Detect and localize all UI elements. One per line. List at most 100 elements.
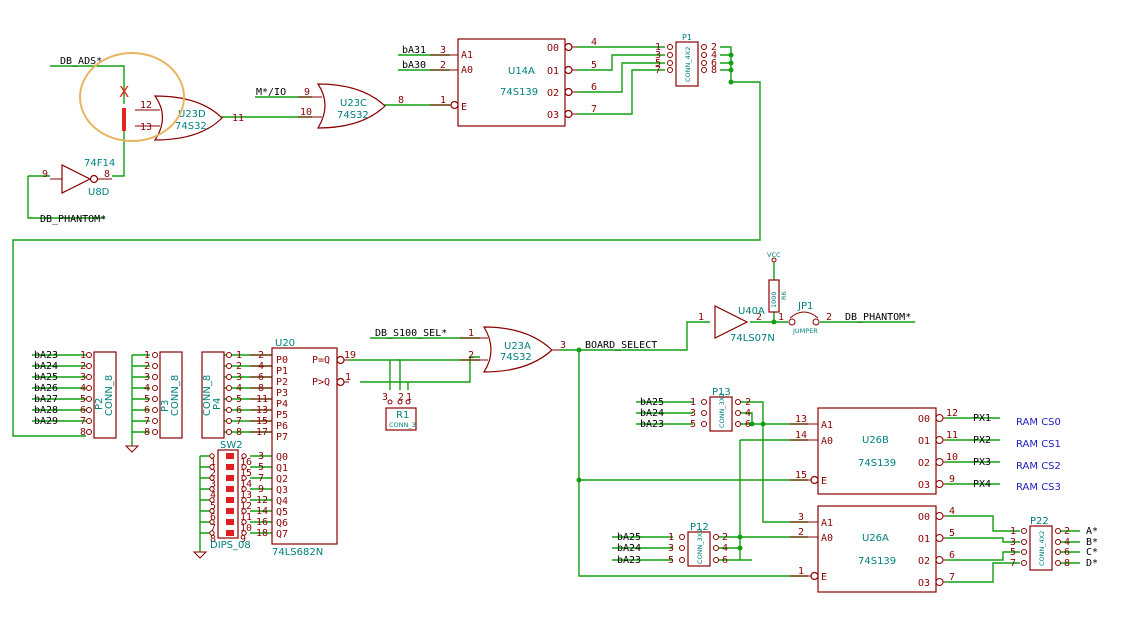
pin-u20-5: 5 xyxy=(258,462,264,473)
net-label-px1: PX1 xyxy=(973,413,991,424)
net-label-c-star: C* xyxy=(1086,547,1098,558)
pin-u23a-in2: 2 xyxy=(468,350,474,361)
pin-u26a-o3: 7 xyxy=(949,572,955,583)
pin-u20-2: 2 xyxy=(258,350,264,361)
ic-u14a: 3 2 1 A1 A0 E O0 O1 O2 O3 4 5 6 7 U14A 7… xyxy=(430,37,597,127)
connector-p12: 1 3 5 2 4 6 P12 CONN_3X2 xyxy=(668,522,728,567)
pin-p4-6: 6 xyxy=(236,405,242,416)
pin-sw2-15: 15 xyxy=(240,468,252,479)
pin-u20-4: 4 xyxy=(258,361,264,372)
ref-r1: R1 xyxy=(396,410,409,421)
pin-u23a-out: 3 xyxy=(560,340,566,351)
pin-p1-4: 4 xyxy=(711,50,717,61)
pin-u26a-e: 1 xyxy=(798,566,804,577)
pin-u26b-o2: 10 xyxy=(946,452,958,463)
value-p13: CONN_3X2 xyxy=(718,393,726,428)
pin-sw2-4: 4 xyxy=(210,490,216,501)
pin-p2-6: 6 xyxy=(80,405,86,416)
value-p4: CONN_8 xyxy=(202,375,213,416)
net-label-ba24-p2: bA24 xyxy=(34,361,58,372)
pin-u23c-in1: 9 xyxy=(304,87,310,98)
resistor-r6: 1000 R6 xyxy=(768,279,788,313)
pin-p13-1: 1 xyxy=(690,397,696,408)
pin-u26a-o1: 5 xyxy=(949,528,955,539)
pin-sw2-11: 11 xyxy=(240,512,252,523)
pinname-u20-p1: P1 xyxy=(276,366,288,377)
pinname-u26b-o3: O3 xyxy=(918,480,930,491)
pin-u20-3: 3 xyxy=(258,451,264,462)
resistor-network-r1: 3 2 1 R1 CONN_3 xyxy=(382,392,417,431)
pinname-u20-q5: Q5 xyxy=(276,507,288,518)
pin-p3-3: 3 xyxy=(144,372,150,383)
pinname-u20-p3: P3 xyxy=(276,388,288,399)
pin-sw2-12: 12 xyxy=(240,501,252,512)
ref-p13: P13 xyxy=(712,387,731,398)
gate-u23d: 12 13 11 U23D 74S32 xyxy=(135,95,244,141)
pinname-u14a-a1: A1 xyxy=(461,50,473,61)
net-label-b-star: B* xyxy=(1086,537,1098,548)
ref-u23d: U23D xyxy=(178,109,206,120)
pin-p13-5: 5 xyxy=(690,419,696,430)
off-page-ram-cs2: RAM CS2 xyxy=(1016,461,1061,472)
pin-u14a-e: 1 xyxy=(440,95,446,106)
pin-p12-6: 6 xyxy=(722,555,728,566)
pin-p22-8: 8 xyxy=(1064,558,1070,569)
inverter-u8d: 9 8 74F14 U8D xyxy=(42,158,115,198)
ref-r6: R6 xyxy=(780,291,788,300)
pin-u20-14: 14 xyxy=(256,506,268,517)
ref-p3: P3 xyxy=(160,400,171,412)
pin-p4-5: 5 xyxy=(236,394,242,405)
pinname-u20-q7: Q7 xyxy=(276,529,288,540)
net-label-m-io: M*/IO xyxy=(256,87,286,98)
net-label-db-ads: DB_ADS* xyxy=(60,56,102,67)
value-u23c: 74S32 xyxy=(337,110,369,121)
pin-p3-5: 5 xyxy=(144,394,150,405)
pin-u23d-out: 11 xyxy=(232,113,244,124)
connector-p13: 1 3 5 2 4 6 P13 CONN_3X2 xyxy=(690,387,751,432)
pin-p22-3: 3 xyxy=(1010,537,1016,548)
ref-u40a: U40A xyxy=(738,306,765,317)
pin-sw2-9: 9 xyxy=(240,534,246,545)
net-label-db-phantom-top: DB_PHANTOM* xyxy=(40,214,106,225)
net-label-ba23-p13: bA23 xyxy=(640,419,664,430)
pin-u20-13: 13 xyxy=(256,405,268,416)
pin-u26b-a0: 14 xyxy=(795,430,807,441)
value-u23a: 74S32 xyxy=(500,352,532,363)
ref-u20: U20 xyxy=(275,338,295,349)
pinname-u26b-a0: A0 xyxy=(821,436,833,447)
pinname-u20-peq: P=Q xyxy=(312,355,330,366)
ic-u20: 2 4 6 8 11 13 15 17 P0 P1 P2 P3 P4 P5 P6… xyxy=(250,338,356,558)
pin-u26b-o0: 12 xyxy=(946,408,958,419)
pin-sw2-10: 10 xyxy=(240,523,252,534)
value-sw2: DIPS_08 xyxy=(210,540,251,551)
value-p3: CONN_8 xyxy=(170,375,181,416)
pin-sw2-5: 5 xyxy=(210,501,216,512)
off-page-ram-cs1: RAM CS1 xyxy=(1016,439,1061,450)
pin-u26b-e: 15 xyxy=(795,470,807,481)
pinname-u20-q4: Q4 xyxy=(276,496,288,507)
pinname-u26a-o1: O1 xyxy=(918,534,930,545)
pin-u20-6: 6 xyxy=(258,372,264,383)
ref-u26b: U26B xyxy=(862,435,889,446)
pin-p13-2: 2 xyxy=(745,397,751,408)
net-label-ba31: bA31 xyxy=(402,45,426,56)
pin-u14a-o0: 4 xyxy=(591,37,597,48)
pin-p22-6: 6 xyxy=(1064,547,1070,558)
u14a-outputs xyxy=(564,42,577,119)
net-label-ba30: bA30 xyxy=(402,60,426,71)
pinname-u20-q0: Q0 xyxy=(276,452,288,463)
pin-p22-5: 5 xyxy=(1010,547,1016,558)
pin-u14a-a0: 2 xyxy=(440,60,446,71)
net-label-ba23-p2: bA23 xyxy=(34,350,58,361)
pinname-u20-q3: Q3 xyxy=(276,485,288,496)
pin-u8d-in: 9 xyxy=(42,169,48,180)
pin-u26a-a1: 3 xyxy=(798,512,804,523)
pin-u26b-o1: 11 xyxy=(946,430,958,441)
pin-p1-7: 7 xyxy=(655,65,661,76)
pinname-u26a-a1: A1 xyxy=(821,518,833,529)
pin-p22-1: 1 xyxy=(1010,526,1016,537)
pin-sw2-13: 13 xyxy=(240,490,252,501)
value-u23d: 74S32 xyxy=(175,121,207,132)
pinname-u26a-o3: O3 xyxy=(918,578,930,589)
value-p1: CONN_4X2 xyxy=(684,47,692,82)
